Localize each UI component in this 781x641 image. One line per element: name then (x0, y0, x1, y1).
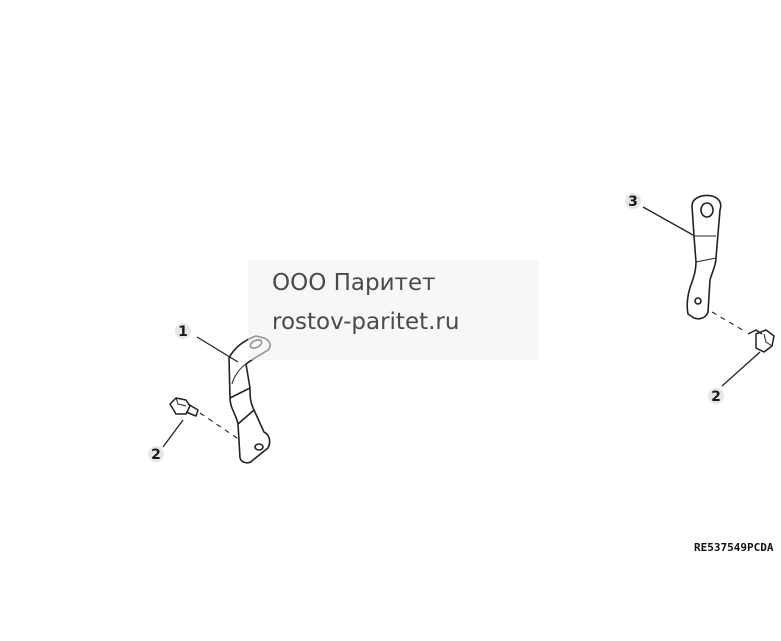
callout-label-2-right: 2 (711, 389, 721, 405)
watermark-backdrop (248, 260, 538, 360)
callout-circle-2-left: 2 (148, 446, 164, 463)
callout-circle-1: 1 (175, 323, 191, 340)
callout-label-3: 3 (628, 194, 638, 210)
leader-line-2-right (721, 351, 761, 387)
callout-circle-2-right: 2 (708, 388, 724, 405)
watermark-site: rostov-paritet.ru (272, 309, 460, 335)
leader-line-2-left (162, 419, 184, 448)
watermark-company: ООО Паритет (272, 270, 436, 296)
leader-line-1 (196, 336, 239, 363)
callout-label-1: 1 (178, 324, 188, 340)
figure-reference-code: RE537549PCDA (694, 541, 774, 554)
leader-line-3 (642, 206, 694, 236)
callout-circle-3: 3 (625, 193, 641, 210)
callout-label-2-left: 2 (151, 447, 161, 463)
bracket-part-3 (686, 194, 722, 320)
bolt-part-2-right (711, 311, 775, 353)
bolt-part-2-left (169, 397, 241, 441)
